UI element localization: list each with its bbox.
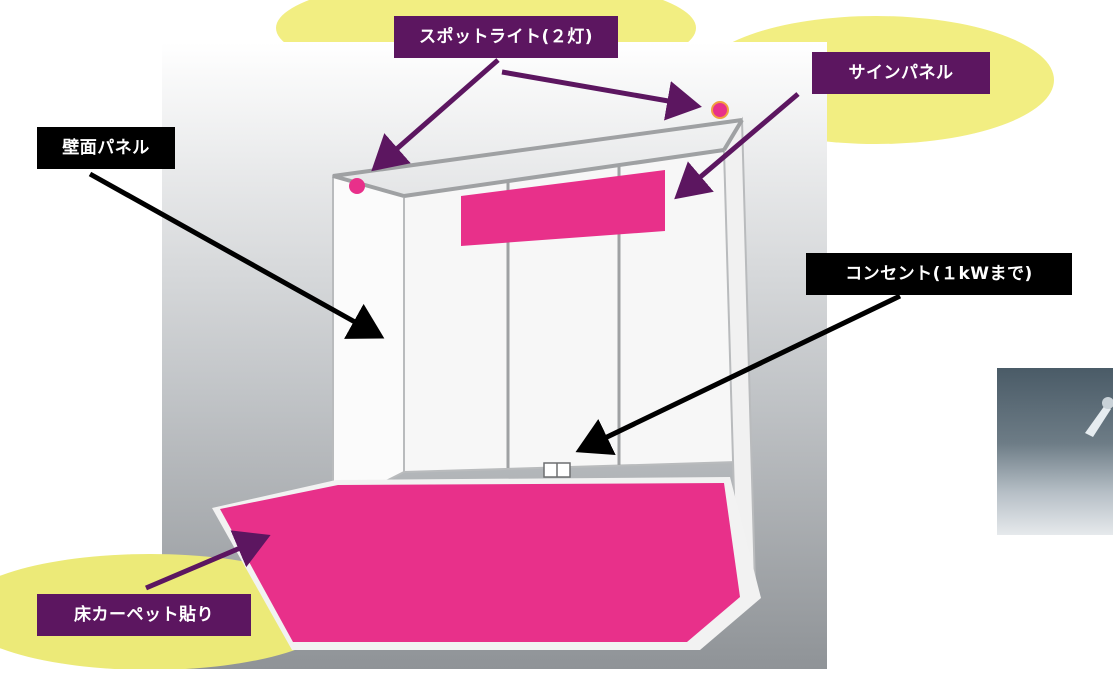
- wall-panel-label: 壁面パネル: [37, 127, 175, 169]
- spotlight-photo: [997, 368, 1113, 535]
- sign-panel: [461, 170, 665, 246]
- top-frame: [403, 148, 725, 198]
- arrow-spotlight-right: [501, 69, 702, 121]
- sign-panel-label: サインパネル: [812, 52, 990, 94]
- spotlight-right: [711, 101, 729, 119]
- spotlight-lamp-icon: [1085, 397, 1113, 437]
- top-frame: [332, 174, 405, 198]
- top-frame: [722, 118, 744, 152]
- arrow-wall-panel: [88, 171, 385, 339]
- arrow-carpet: [145, 530, 271, 591]
- spotlight-left: [349, 178, 365, 194]
- carpet-label: 床カーペット貼り: [37, 594, 251, 636]
- left-wall: [332, 174, 405, 510]
- arrow-outlet: [575, 293, 902, 456]
- arrow-sign-panel: [674, 92, 800, 200]
- spotlight-label: スポットライト(２灯): [394, 16, 618, 58]
- arrow-spotlight-left: [371, 58, 500, 172]
- outlet-label: コンセント(１kWまで): [806, 253, 1072, 295]
- carpet: [220, 483, 740, 642]
